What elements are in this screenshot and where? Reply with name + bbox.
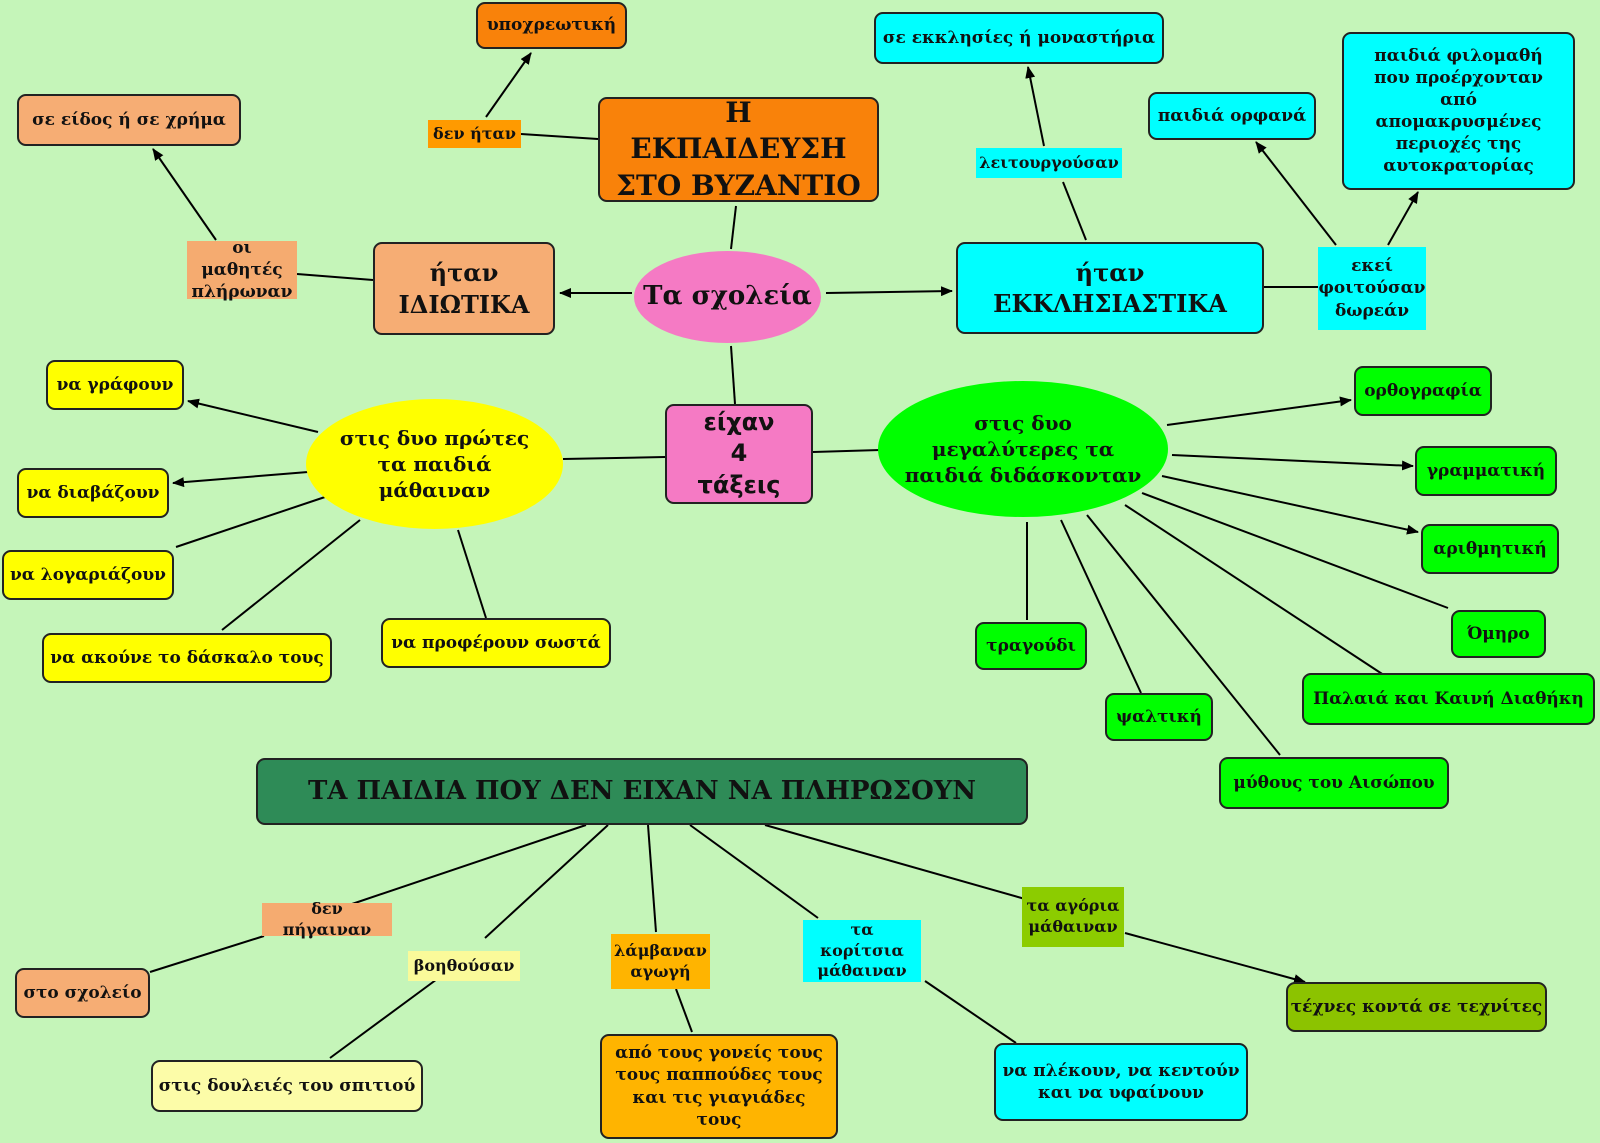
- node-poor-children: ΤΑ ΠΑΙΔΙΑ ΠΟΥ ΔΕΝ ΕΙΧΑΝ ΝΑ ΠΛΗΡΩΣΟΥΝ: [256, 758, 1028, 825]
- node-count: να λογαριάζουν: [2, 550, 174, 600]
- link-label-students-paid: οι μαθητές πλήρωναν: [187, 238, 297, 302]
- node-parents-grandparents: από τους γονείς τους τους παππούδες τους…: [600, 1034, 838, 1139]
- node-listen-teacher: να ακούνε το δάσκαλο τους: [42, 633, 332, 683]
- node-crafts-with-craftsmen: τέχνες κοντά σε τεχνίτες: [1286, 982, 1547, 1032]
- node-arithmetic: αριθμητική: [1421, 524, 1559, 574]
- node-orthography: ορθογραφία: [1354, 366, 1492, 416]
- node-first-two-classes: στις δυο πρώτες τα παιδιά μάθαιναν: [306, 399, 563, 529]
- link-label-did-not-go: δεν πήγαιναν: [262, 899, 392, 939]
- link-label-boys-learned: τα αγόρια μάθαιναν: [1022, 887, 1124, 947]
- link-label-helped: βοηθούσαν: [408, 951, 520, 981]
- node-knit-embroider-weave: να πλέκουν, να κεντούν και να υφαίνουν: [994, 1043, 1248, 1121]
- node-write: να γράφουν: [46, 360, 184, 410]
- node-aesop-fables: μύθους του Αισώπου: [1219, 757, 1449, 809]
- link-label-operated: λειτουργούσαν: [976, 148, 1122, 178]
- node-last-two-classes: στις δυο μεγαλύτερες τα παιδιά διδάσκοντ…: [878, 381, 1168, 517]
- node-song: τραγούδι: [975, 622, 1087, 670]
- node-compulsory: υποχρεωτική: [476, 2, 627, 49]
- node-four-classes: είχαν 4 τάξεις: [665, 404, 813, 504]
- center-node-schools: Τα σχολεία: [634, 251, 821, 343]
- link-label-received-upbringing: λάμβαναν αγωγή: [611, 934, 710, 989]
- node-orphans: παιδιά ορφανά: [1148, 92, 1316, 140]
- link-label-girls-learned: τα κορίτσια μάθαιναν: [803, 920, 921, 982]
- link-label-attended-free: εκεί φοιτούσαν δωρεάν: [1318, 247, 1426, 330]
- node-churches-monasteries: σε εκκλησίες ή μοναστήρια: [874, 12, 1164, 64]
- node-grammar: γραμματική: [1415, 446, 1557, 496]
- node-private: ήταν ΙΔΙΩΤΙΚΑ: [373, 242, 555, 335]
- node-pronounce: να προφέρουν σωστά: [381, 618, 611, 668]
- node-old-new-testament: Παλαιά και Καινή Διαθήκη: [1302, 673, 1595, 725]
- node-housework: στις δουλειές του σπιτιού: [151, 1060, 423, 1112]
- title-node: Η ΕΚΠΑΙΔΕΥΣΗ ΣΤΟ ΒΥΖΑΝΤΙΟ: [598, 96, 879, 202]
- node-remote-children: παιδιά φιλομαθή που προέρχονταν από απομ…: [1342, 32, 1575, 190]
- link-label-not-was: δεν ήταν: [428, 120, 521, 148]
- node-ecclesiastical: ήταν ΕΚΚΛΗΣΙΑΣΤΙΚΑ: [956, 242, 1264, 334]
- node-read: να διαβάζουν: [17, 468, 169, 518]
- node-in-kind-or-money: σε είδος ή σε χρήμα: [17, 94, 241, 146]
- node-homer: Όμηρο: [1451, 610, 1546, 658]
- node-chanting: ψαλτική: [1105, 693, 1213, 741]
- node-to-school: στο σχολείο: [15, 968, 150, 1018]
